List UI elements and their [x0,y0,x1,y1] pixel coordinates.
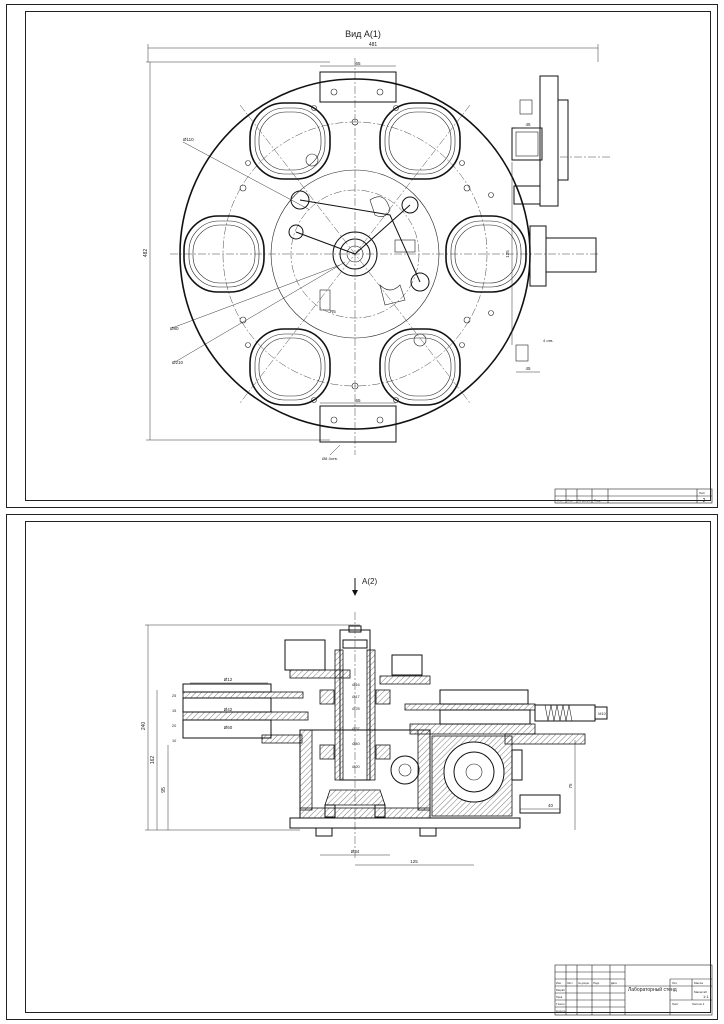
base-plate [289,817,521,829]
dim-shaft-5: Ø40 [352,741,360,746]
tb2-cell-0: Лит. [672,981,678,985]
dim-d3: Ø60 [224,725,233,730]
dim-shaft-4: Ø37 [352,726,360,731]
tb2-cell-2: Масштаб [694,990,707,994]
view-title: Вид А(1) [345,29,381,39]
tb2-cell-5: Листов 1 [692,1002,705,1006]
sheet-number: 2 [703,498,706,504]
tb2-row-5: Разраб. [556,988,566,992]
dim-right-1: 75 [568,783,573,789]
tb2-row-1: Лист [567,981,573,985]
inner-mechanism [288,153,430,347]
sheet-frame [25,521,711,1013]
dim-side-flange: 125 [505,250,510,258]
tb-cell-3: Подп. [594,499,602,503]
tb-cell-2: № докум. [578,499,591,503]
tb2-row-8: Н.контр. [556,1009,566,1013]
note-holes-2: 4 отв. [543,338,554,343]
drawing-sheet-top [6,4,718,508]
tb2-cell-3: 1:1 [703,994,709,999]
dim-shaft-3: Ø25 [352,706,360,711]
section-view: А(2) 240 162 95 25 15 20 10 Ø12 Ø42 Ø60 [141,577,713,1016]
dim-left-3: 10 [172,739,176,743]
tb-title: Лабораторный стенд [628,986,677,993]
top-flange: 65 [319,61,397,103]
tb2-row-0: Изм. [556,981,562,985]
dim-bottom-2: 125 [410,859,418,864]
dim-d2: Ø42 [224,707,233,712]
bottom-flange: 65 Ø8 4отв. [319,398,397,461]
dim-height-a: 162 [150,756,156,765]
dim-side-offset: 45 [525,122,531,127]
tb2-row-6: Пров. [556,995,563,999]
sheet-label: Лист [699,491,706,495]
tb2-row-4: Дата [611,981,617,985]
tb-cell-0: Изм. [557,499,564,503]
dim-top-flange: 65 [355,61,361,66]
dim-dia-80: Ø80 [170,326,179,331]
bolt-holes [239,105,494,403]
dim-spring: M10 [598,712,605,716]
tb2-cell-4: Лист [672,1002,679,1006]
dim-height-b: 95 [161,787,167,793]
dim-d1: Ø12 [224,677,233,682]
sheet-frame [25,11,711,501]
dim-shaft-1: Ø16 [352,682,360,687]
tb2-cell-1: Масса [694,981,703,985]
dim-overall-width: 481 [369,42,378,48]
dim-overall-height: 482 [143,249,149,258]
dim-right-2: 40 [548,803,554,808]
dim-left-0: 25 [172,694,176,698]
dim-bottom-flange-2: 45 [525,366,531,371]
tb2-row-3: Подп. [593,981,600,985]
dim-dia-110: Ø110 [183,137,194,142]
dim-radius: R5 [330,309,336,314]
tb-cell-1: Лист [567,499,574,503]
dim-height-total: 240 [141,722,147,731]
left-platter-section: Ø12 Ø42 Ø60 [182,677,309,744]
top-view: Вид А(1) 481 482 [143,29,713,504]
tb2-row-2: № докум. [578,982,590,985]
title-block-sheet1: Изм. Лист № докум. Подп. Лист 2 [554,488,713,504]
dim-shaft-6: Ø20 [352,764,360,769]
title-block-sheet2: Лабораторный стенд Лит. Масса Масштаб 1:… [554,964,713,1016]
dim-left-1: 15 [172,709,176,713]
spring-plunger: M10 [534,704,608,722]
note-holes-1: Ø8 4отв. [322,456,338,461]
tb2-row-7: Т.контр. [556,1002,566,1006]
central-housing: Ø16 Ø17 Ø25 Ø37 Ø40 Ø20 [284,612,431,860]
gearbox: 40 75 [431,735,576,830]
drawing-sheet-bottom [6,514,718,1020]
dim-bottom-flange: 65 [355,398,361,403]
right-drive-assembly: 45 125 45 4 отв. [505,75,610,373]
view-title-2: А(2) [362,577,377,586]
dim-left-2: 20 [172,724,176,728]
dim-bottom-1: Ø34 [351,849,360,854]
dim-dia-210: Ø210 [172,360,184,365]
dim-shaft-2: Ø17 [352,694,360,699]
cup-pockets [183,102,527,406]
